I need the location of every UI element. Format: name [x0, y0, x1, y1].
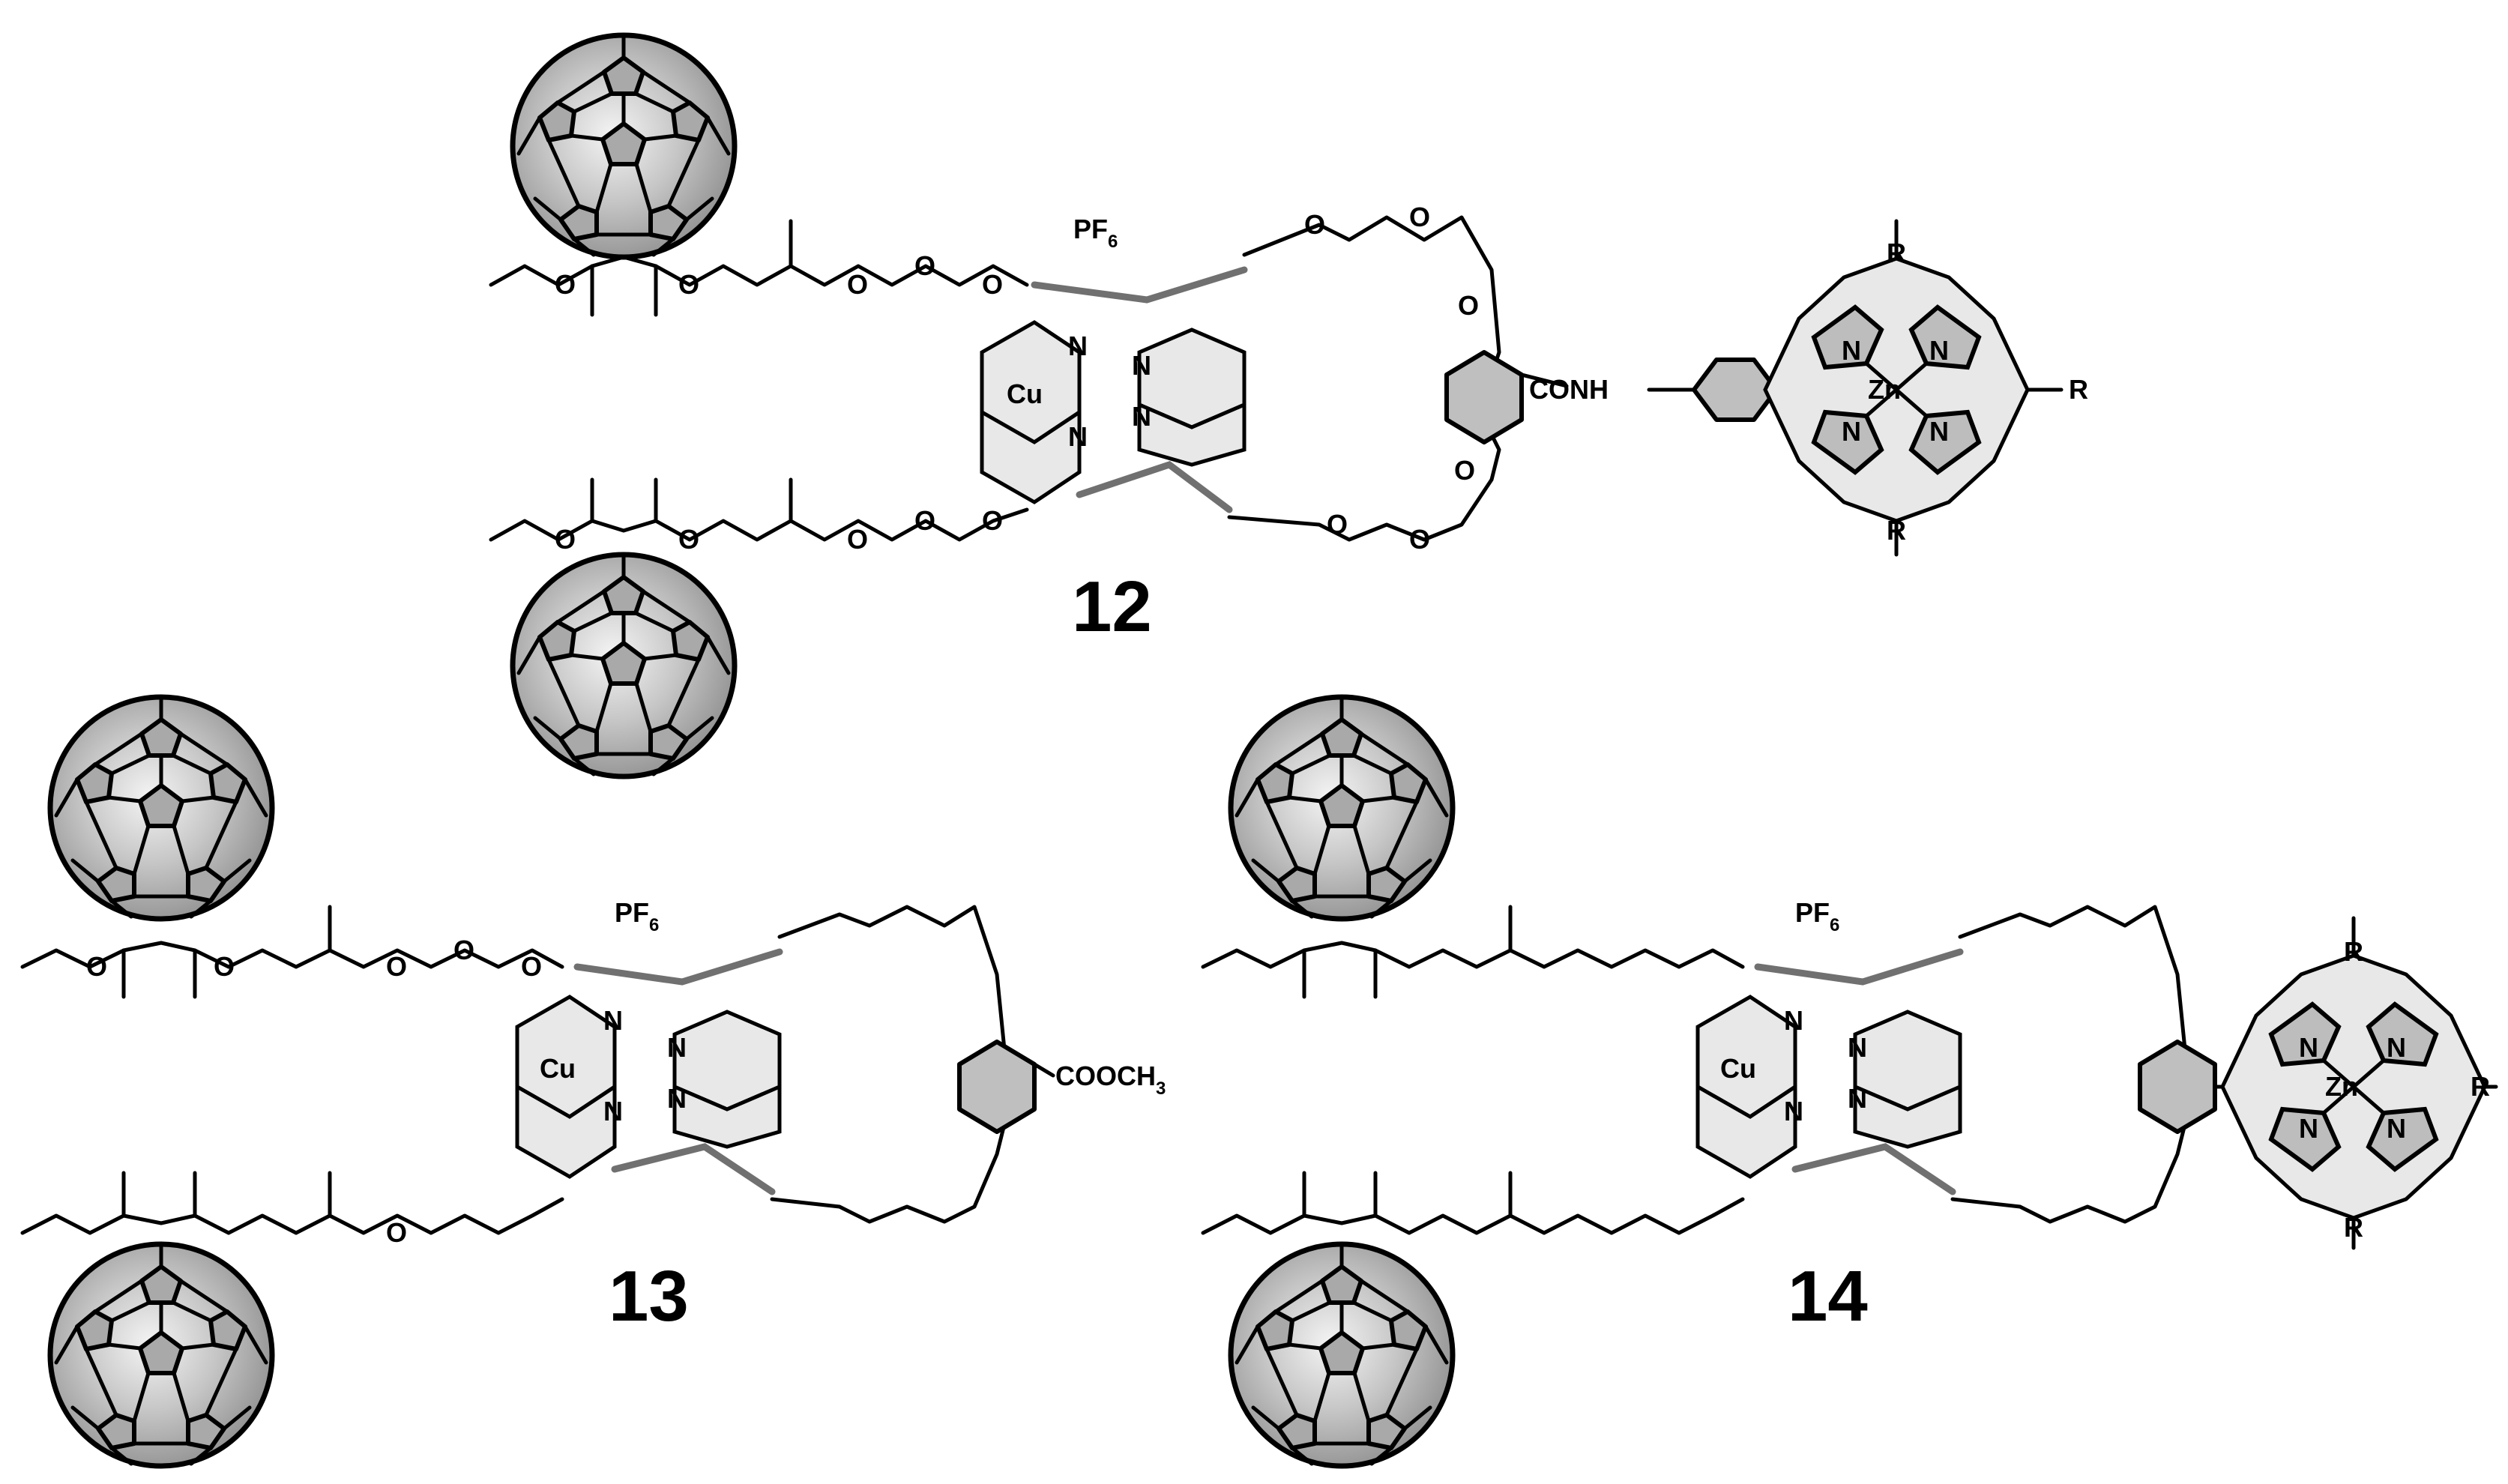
linker-arms-13: [573, 948, 783, 1195]
ether-oxygen-label: O: [1304, 209, 1325, 240]
ether-oxygen-label: O: [521, 951, 542, 982]
fullerene-top-14: [1231, 697, 1453, 919]
porphyrin-r-14-c: R: [2344, 1212, 2363, 1243]
ether-oxygen-label: O: [1454, 455, 1475, 486]
phenanthroline-right-13: [672, 1010, 782, 1149]
porphyrin-n-12-b: N: [1929, 335, 1949, 366]
porphyrin-n-14-b: N: [2387, 1032, 2406, 1063]
ether-oxygen-label: O: [678, 269, 699, 300]
compound-14: PF6 Cu N N N N Zn N N N N R R R 14: [1201, 697, 2498, 1466]
metal-label-14: Cu: [1720, 1053, 1756, 1084]
phenanthroline-right-12: [1137, 328, 1247, 467]
ether-oxygen-label: O: [453, 935, 474, 965]
ether-oxygen-label: O: [555, 269, 576, 300]
ether-oxygen-label: O: [1458, 290, 1479, 321]
porphyrin-n-14-c: N: [2299, 1113, 2318, 1144]
macrocycle-13: [770, 905, 1055, 1224]
ether-oxygen-label: O: [982, 505, 1003, 536]
chain-bottom-13: [20, 1171, 564, 1235]
n-label-13-c: N: [667, 1032, 687, 1063]
n-label-12-b: N: [1068, 421, 1088, 452]
ether-oxygen-label: O: [1409, 202, 1430, 232]
chain-bottom-14: [1201, 1171, 1745, 1235]
n-label-14-d: N: [1848, 1083, 1867, 1114]
phenanthroline-left-13: [515, 995, 617, 1179]
porphyrin-n-12-d: N: [1929, 416, 1949, 447]
chain-top-13: [20, 905, 564, 999]
metal-label-13: Cu: [540, 1053, 576, 1084]
phenanthroline-left-12: [980, 320, 1082, 504]
ether-oxygen-label: O: [386, 1217, 407, 1248]
ether-oxygen-label: O: [86, 951, 107, 982]
phenanthroline-left-14: [1695, 995, 1797, 1179]
chain-top-12: [489, 219, 1029, 317]
ether-oxygen-label: O: [1409, 524, 1430, 555]
ether-oxygen-label: O: [214, 951, 235, 982]
compound-13: PF6 Cu N N N N COOCH3 13: [20, 697, 1166, 1466]
counter-ion-13: PF6: [615, 897, 659, 935]
linker-arms-14: [1754, 948, 1964, 1195]
ether-oxygen-label: O: [678, 524, 699, 555]
macrocycle-14: [1950, 905, 2251, 1224]
linker-arms-12: [1031, 266, 1248, 513]
counter-ion-14: PF6: [1795, 897, 1839, 935]
ether-oxygen-label: O: [847, 269, 868, 300]
n-label-12-d: N: [1132, 401, 1151, 432]
porphyrin-n-12-a: N: [1842, 335, 1861, 366]
n-label-12-a: N: [1068, 331, 1088, 361]
porphyrin-r-12-a: R: [1887, 238, 1906, 268]
ether-oxygen-label: O: [982, 269, 1003, 300]
compound-number-14: 14: [1788, 1256, 1868, 1336]
chain-bottom-12: [489, 477, 1029, 542]
fullerene-bottom-13: [50, 1244, 272, 1466]
ether-oxygen-label: O: [847, 524, 868, 555]
n-label-13-d: N: [667, 1083, 687, 1114]
fullerene-top-12: [513, 35, 735, 257]
linker-label-12: CONH: [1529, 374, 1609, 405]
ether-oxygen-label: O: [1327, 509, 1348, 540]
porphyrin-n-14-d: N: [2387, 1113, 2406, 1144]
porphyrin-metal-12: Zn: [1868, 374, 1901, 405]
metal-label-12: Cu: [1007, 378, 1043, 409]
macrocycle-12: [1227, 215, 1812, 542]
n-label-13-b: N: [603, 1096, 623, 1126]
compound-number-13: 13: [609, 1256, 689, 1336]
ether-oxygen-label: O: [914, 250, 935, 281]
n-label-12-c: N: [1132, 350, 1151, 381]
porphyrin-r-14-b: R: [2471, 1071, 2490, 1102]
ether-oxygen-label: O: [555, 524, 576, 555]
n-label-14-a: N: [1784, 1005, 1803, 1036]
porphyrin-r-12-c: R: [1887, 515, 1906, 546]
phenanthroline-right-14: [1853, 1010, 1962, 1149]
porphyrin-n-14-a: N: [2299, 1032, 2318, 1063]
chain-top-14: [1201, 905, 1745, 999]
fullerene-bottom-14: [1231, 1244, 1453, 1466]
n-label-14-b: N: [1784, 1096, 1803, 1126]
porphyrin-r-12-b: R: [2069, 374, 2088, 405]
n-label-13-a: N: [603, 1005, 623, 1036]
substituent-label-13: COOCH3: [1055, 1061, 1166, 1099]
fullerene-bottom-12: [513, 555, 735, 776]
counter-ion-12: PF6: [1073, 214, 1118, 252]
fullerene-top-13: [50, 697, 272, 919]
porphyrin-n-12-c: N: [1842, 416, 1861, 447]
porphyrin-metal-14: Zn: [2325, 1071, 2358, 1102]
compound-12: PF6 Cu N N N N CONH Zn N N N N R R R 12: [489, 35, 2088, 776]
compound-number-12: 12: [1072, 567, 1152, 647]
ether-oxygen-label: O: [386, 951, 407, 982]
n-label-14-c: N: [1848, 1032, 1867, 1063]
porphyrin-r-14-a: R: [2344, 936, 2363, 967]
ether-oxygen-label: O: [914, 505, 935, 536]
